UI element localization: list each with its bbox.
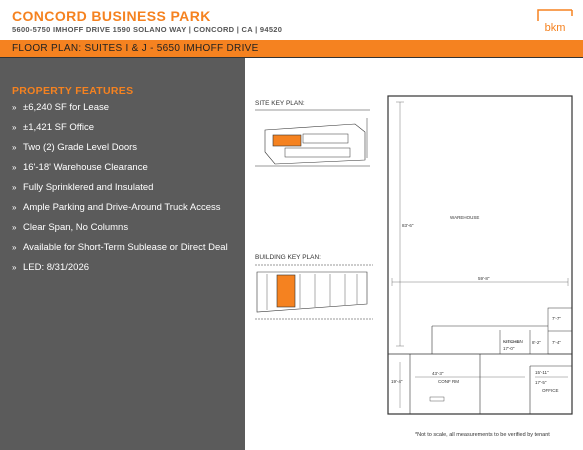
dimension-17b: 17'-5" xyxy=(535,380,547,385)
feature-text: Fully Sprinklered and Insulated xyxy=(23,182,154,193)
width-dimension: 59'-8" xyxy=(478,276,490,281)
feature-text: LED: 8/31/2026 xyxy=(23,262,90,273)
bullet-icon: » xyxy=(12,143,17,152)
feature-text: ±1,421 SF Office xyxy=(23,122,95,133)
dimension-7a: 7'-7" xyxy=(552,316,561,321)
address-subtitle: 5600-5750 IMHOFF DRIVE 1590 SOLANO WAY |… xyxy=(12,25,283,34)
banner-title: FLOOR PLAN: SUITES I & J - 5650 IMHOFF D… xyxy=(12,43,259,54)
features-list: » ±6,240 SF for Lease » ±1,421 SF Office »… xyxy=(12,102,237,282)
feature-item: » ±1,421 SF Office xyxy=(12,122,237,134)
bullet-icon: » xyxy=(12,263,17,272)
dimension-43: 43'-3" xyxy=(432,371,444,376)
warehouse-label: WAREHOUSE xyxy=(450,215,479,220)
features-title: PROPERTY FEATURES xyxy=(12,85,134,97)
feature-text: Ample Parking and Drive-Around Truck Acc… xyxy=(23,202,221,213)
dimension-7b: 7'-4" xyxy=(552,340,561,345)
feature-item: » 16'-18' Warehouse Clearance xyxy=(12,162,237,174)
building-key-label: BUILDING KEY PLAN: xyxy=(255,254,321,261)
dimension-17: 17'-0" xyxy=(503,346,515,351)
logo-text: bkm xyxy=(544,22,566,34)
floor-plan-banner: FLOOR PLAN: SUITES I & J - 5650 IMHOFF D… xyxy=(0,40,583,58)
site-key-plan xyxy=(255,109,370,167)
site-key-label: SITE KEY PLAN: xyxy=(255,100,305,107)
feature-text: Two (2) Grade Level Doors xyxy=(23,142,138,153)
feature-text: 16'-18' Warehouse Clearance xyxy=(23,162,148,173)
building-key-plan xyxy=(255,264,373,320)
conf-room-label: CONF RM xyxy=(438,379,459,384)
site-highlight xyxy=(272,134,302,147)
feature-item: » Ample Parking and Drive-Around Truck Ac… xyxy=(12,202,237,214)
feature-item: » Fully Sprinklered and Insulated xyxy=(12,182,237,194)
bullet-icon: » xyxy=(12,123,17,132)
features-sidebar: PROPERTY FEATURES » ±6,240 SF for Lease »… xyxy=(0,58,245,450)
feature-text: Clear Span, No Columns xyxy=(23,222,129,233)
suite-highlight xyxy=(276,274,296,308)
page-title: CONCORD BUSINESS PARK xyxy=(12,8,211,24)
bullet-icon: » xyxy=(12,183,17,192)
feature-item: » Available for Short-Term Sublease or Di… xyxy=(12,242,237,254)
footnote: *Not to scale, all measurements to be ve… xyxy=(415,432,550,438)
dimension-15: 15'-11" xyxy=(535,370,549,375)
bullet-icon: » xyxy=(12,103,17,112)
logo-roof-icon xyxy=(537,9,573,21)
kitchen-label: KITCHEN xyxy=(503,339,523,344)
bullet-icon: » xyxy=(12,223,17,232)
kitchen-dimension: 8'-2" xyxy=(532,340,541,345)
floor-plan-drawing: WAREHOUSE 83'-6" 59'-8" KITCHEN 8'-2" 17… xyxy=(387,95,573,415)
dimension-19: 19'-4" xyxy=(391,379,403,384)
feature-text: Available for Short-Term Sublease or Dir… xyxy=(23,242,228,253)
feature-item: » LED: 8/31/2026 xyxy=(12,262,237,274)
feature-text: ±6,240 SF for Lease xyxy=(23,102,110,113)
feature-item: » ±6,240 SF for Lease xyxy=(12,102,237,114)
bullet-icon: » xyxy=(12,243,17,252)
header: CONCORD BUSINESS PARK 5600-5750 IMHOFF D… xyxy=(0,0,583,40)
bullet-icon: » xyxy=(12,203,17,212)
office-label: OFFICE xyxy=(542,388,559,393)
feature-item: » Two (2) Grade Level Doors xyxy=(12,142,237,154)
bkm-logo: bkm xyxy=(536,8,574,36)
feature-item: » Clear Span, No Columns xyxy=(12,222,237,234)
bullet-icon: » xyxy=(12,163,17,172)
height-dimension: 83'-6" xyxy=(402,223,414,228)
